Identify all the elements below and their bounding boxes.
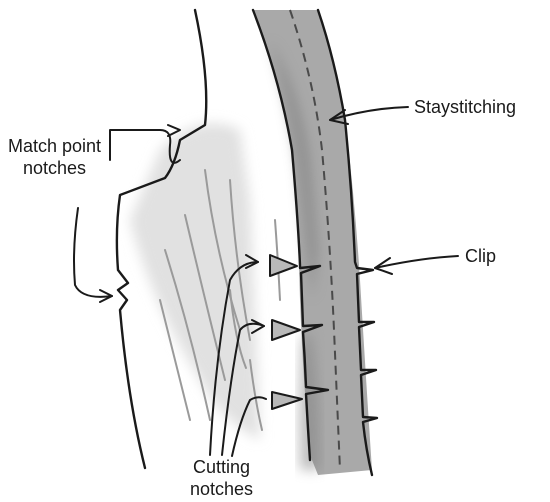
clip-label: Clip [465,245,496,267]
match-point-text-line2: notches [8,157,101,179]
cutting-text-line2: notches [190,478,253,500]
staystitching-label: Staystitching [414,96,516,118]
match-point-notches-label: Match point notches [8,135,101,179]
cutting-notches-label: Cutting notches [190,456,253,500]
cutting-notch-1 [270,255,297,276]
match-point-text-line1: Match point [8,135,101,157]
clip-arrow [375,256,458,268]
cutting-text-line1: Cutting [190,456,253,478]
clip-text: Clip [465,245,496,267]
cutting-notch-triangles [270,255,302,409]
cutting-notch-2 [272,320,300,340]
staystitching-text: Staystitching [414,96,516,118]
match-point-arrow-lower [74,208,112,297]
cutting-notch-3 [272,392,302,409]
